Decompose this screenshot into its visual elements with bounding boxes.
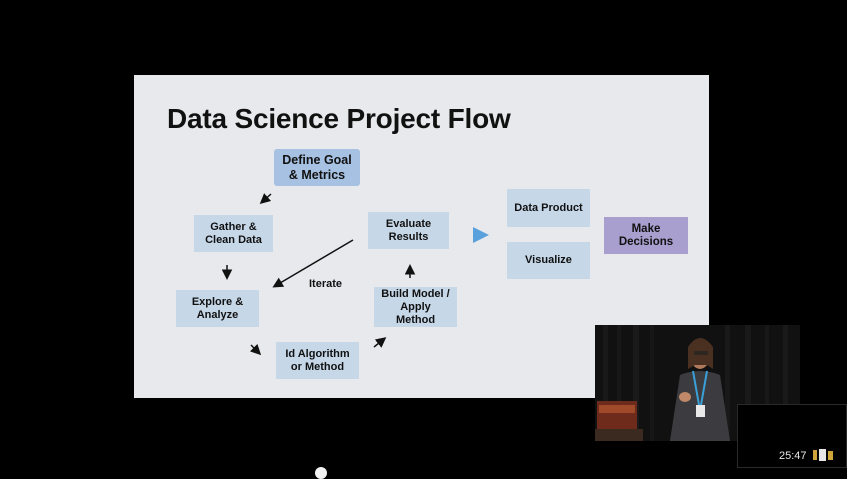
progress-scrubber-knob[interactable] xyxy=(315,467,327,479)
box-visualize: Visualize xyxy=(507,242,590,279)
battery-icon xyxy=(813,449,833,461)
presentation-slide: Data Science Project Flow Define Goal & … xyxy=(134,75,709,398)
arrow-id-to-build xyxy=(373,337,387,348)
arrow-goal-to-gather xyxy=(259,193,272,204)
play-triangle-icon xyxy=(473,227,489,243)
arrow-explore-to-id xyxy=(249,343,262,356)
box-gather-clean-data: Gather & Clean Data xyxy=(194,215,273,252)
box-build-model: Build Model / Apply Method xyxy=(374,287,457,327)
box-data-product: Data Product xyxy=(507,189,590,227)
video-timecode: 25:47 xyxy=(779,450,807,462)
box-define-goal: Define Goal & Metrics xyxy=(274,149,360,186)
slide-title: Data Science Project Flow xyxy=(167,103,511,134)
speaker-video-inset xyxy=(595,325,800,441)
box-id-algorithm: Id Algorithm or Method xyxy=(276,342,359,379)
arrow-iterate-loop xyxy=(272,239,354,288)
box-make-decisions: Make Decisions xyxy=(604,217,688,254)
flow-arrows xyxy=(221,193,489,356)
speaker-video-image xyxy=(595,325,800,441)
box-evaluate-results: Evaluate Results xyxy=(368,212,449,249)
box-explore-analyze: Explore & Analyze xyxy=(176,290,259,327)
iterate-label: Iterate xyxy=(309,278,343,290)
